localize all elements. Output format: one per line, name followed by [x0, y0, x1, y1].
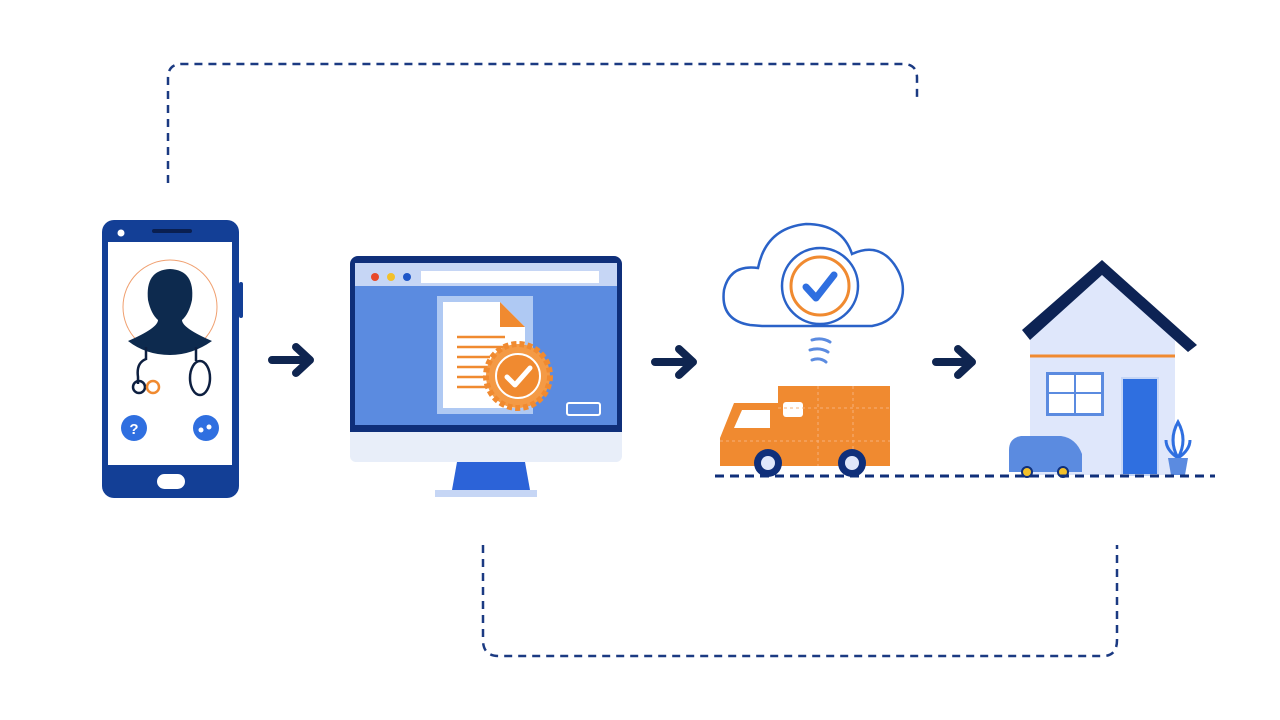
monitor-certified-document-icon — [350, 256, 622, 497]
plant-icon — [1164, 418, 1192, 460]
window-minimize-dot — [387, 273, 395, 281]
swirl-icon — [808, 337, 832, 364]
doctor-silhouette-icon — [128, 269, 212, 355]
house-icon — [1009, 260, 1197, 478]
help-glyph-icon: ? — [129, 421, 138, 438]
arrow-right-icon — [268, 343, 314, 377]
home-button[interactable] — [157, 474, 185, 489]
stethoscope-icon — [131, 347, 212, 397]
arrow-right-icon — [932, 345, 976, 379]
roof — [1022, 260, 1197, 352]
car-icon — [1009, 436, 1082, 472]
smartphone-doctor-icon: ? — [102, 220, 243, 498]
arrow-right-icon — [651, 345, 697, 379]
monitor-stand — [452, 462, 530, 490]
truck-cargo — [778, 386, 890, 466]
chat-button[interactable] — [193, 415, 219, 441]
help-button[interactable] — [121, 415, 147, 441]
submit-button[interactable] — [566, 402, 601, 416]
cloud-icon — [722, 222, 905, 328]
dashed-loop-bottom — [481, 545, 1119, 658]
cloud-check-delivery-truck-icon — [720, 222, 905, 477]
window-close-dot — [371, 273, 379, 281]
dashed-loop-top — [166, 62, 919, 183]
address-bar[interactable] — [421, 271, 599, 283]
front-door[interactable] — [1121, 377, 1159, 476]
check-circle-icon — [789, 255, 851, 317]
window-maximize-dot — [403, 273, 411, 281]
